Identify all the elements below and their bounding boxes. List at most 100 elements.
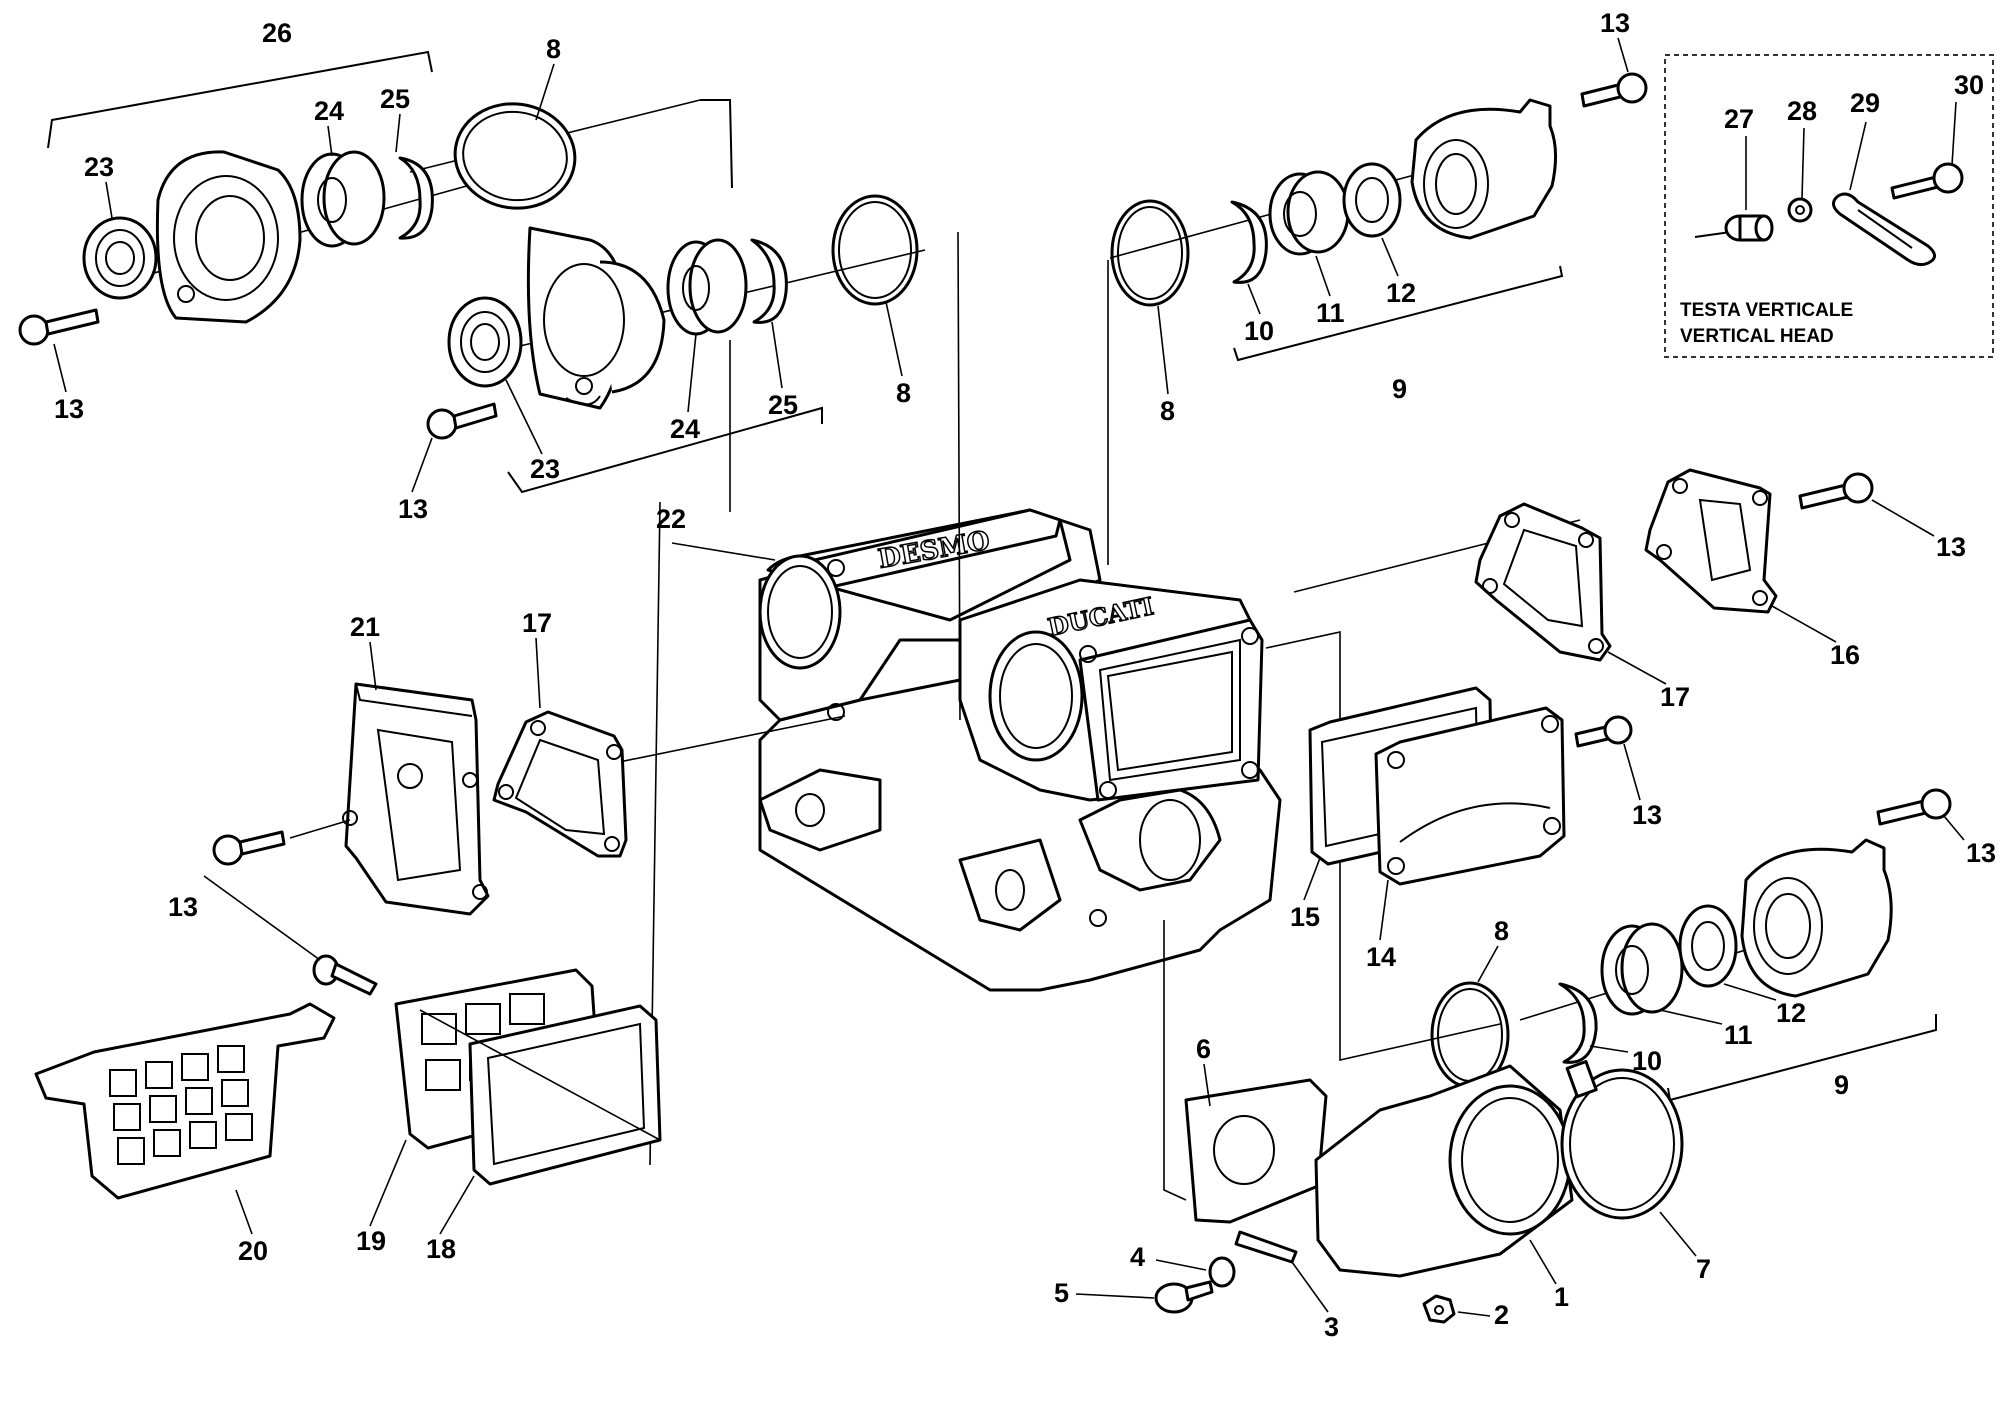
callout-18: 18 bbox=[426, 1234, 456, 1264]
callout-11a: 11 bbox=[1316, 298, 1345, 328]
screw-13h[interactable] bbox=[312, 954, 378, 996]
callout-28: 28 bbox=[1787, 96, 1817, 126]
callout-13a: 13 bbox=[54, 394, 84, 424]
screw-13d[interactable] bbox=[1798, 472, 1874, 510]
callout-23b: 23 bbox=[530, 454, 560, 484]
ball-bearing-24b[interactable] bbox=[666, 238, 748, 336]
bearing-assembly-9b bbox=[1519, 788, 1952, 1102]
bracket-29[interactable] bbox=[1832, 192, 1936, 267]
oil-seal-23a[interactable] bbox=[82, 216, 158, 300]
callout-16: 16 bbox=[1830, 640, 1860, 670]
callout-17a: 17 bbox=[1660, 682, 1690, 712]
callout-10b: 10 bbox=[1632, 1046, 1662, 1076]
circlip-10a[interactable] bbox=[1230, 200, 1268, 284]
bearing-support-9b[interactable] bbox=[1740, 838, 1893, 998]
circlip-10b[interactable] bbox=[1558, 982, 1598, 1064]
callout-24b: 24 bbox=[670, 414, 700, 444]
callout-12b: 12 bbox=[1776, 998, 1806, 1028]
roller-bearing-11a[interactable] bbox=[1268, 170, 1350, 256]
callout-25b: 25 bbox=[768, 390, 798, 420]
callout-13e: 13 bbox=[168, 892, 198, 922]
callout-4: 4 bbox=[1130, 1242, 1145, 1272]
bearing-housing-22[interactable] bbox=[526, 226, 666, 410]
callouts: 26 8 24 25 23 13 13 23 24 25 8 22 13 8 1… bbox=[53, 8, 1996, 1342]
o-ring-8b[interactable] bbox=[831, 194, 919, 306]
callout-8a: 8 bbox=[546, 34, 561, 64]
screw-5[interactable] bbox=[1154, 1280, 1214, 1314]
bearing-assembly-22 bbox=[426, 226, 926, 512]
bearing-support-9a[interactable] bbox=[1410, 98, 1557, 240]
callout-6: 6 bbox=[1196, 1034, 1211, 1064]
callout-5: 5 bbox=[1054, 1278, 1069, 1308]
callout-29: 29 bbox=[1850, 88, 1880, 118]
oil-seal-23b[interactable] bbox=[447, 296, 523, 388]
cover-16[interactable] bbox=[1644, 468, 1778, 614]
inset-title-en: VERTICAL HEAD bbox=[1680, 326, 1834, 347]
callout-13d: 13 bbox=[1936, 532, 1966, 562]
callout-27: 27 bbox=[1724, 104, 1754, 134]
callout-11b: 11 bbox=[1724, 1020, 1753, 1050]
callout-24a: 24 bbox=[314, 96, 344, 126]
callout-19: 19 bbox=[356, 1226, 386, 1256]
hose-clamp-7[interactable] bbox=[1560, 1060, 1684, 1220]
cover-14[interactable] bbox=[1374, 706, 1566, 886]
callout-26: 26 bbox=[262, 18, 292, 48]
callout-23a: 23 bbox=[84, 152, 114, 182]
callout-20: 20 bbox=[238, 1236, 268, 1266]
callout-17b: 17 bbox=[522, 608, 552, 638]
bearing-housing-26[interactable] bbox=[155, 150, 302, 324]
washer-28[interactable] bbox=[1787, 197, 1813, 223]
callout-22: 22 bbox=[656, 504, 686, 534]
callout-12a: 12 bbox=[1386, 278, 1416, 308]
callout-2: 2 bbox=[1494, 1300, 1509, 1330]
callout-21: 21 bbox=[350, 612, 380, 642]
screw-13e[interactable] bbox=[212, 830, 286, 866]
callout-1: 1 bbox=[1554, 1282, 1569, 1312]
bearing-assembly-26 bbox=[18, 50, 733, 346]
roller-bearing-11b[interactable] bbox=[1600, 922, 1684, 1016]
oil-seal-12a[interactable] bbox=[1342, 162, 1402, 238]
o-ring-8a[interactable] bbox=[448, 96, 581, 216]
intake-manifold-1[interactable] bbox=[1314, 1064, 1574, 1278]
reed-cover-20[interactable] bbox=[34, 1002, 336, 1200]
inset-title-it: TESTA VERTICALE bbox=[1680, 300, 1853, 321]
screw-13c[interactable] bbox=[1580, 72, 1648, 108]
washer-4[interactable] bbox=[1208, 1256, 1236, 1288]
flange-gasket-6[interactable] bbox=[1184, 1078, 1328, 1224]
callout-8c: 8 bbox=[1160, 396, 1175, 426]
callout-13f: 13 bbox=[1632, 800, 1662, 830]
o-ring-8c[interactable] bbox=[1110, 199, 1190, 307]
circlip-25b[interactable] bbox=[750, 238, 788, 324]
ball-bearing-24a[interactable] bbox=[300, 150, 386, 248]
callout-9a: 9 bbox=[1392, 374, 1407, 404]
callout-3: 3 bbox=[1324, 1312, 1339, 1342]
callout-25a: 25 bbox=[380, 84, 410, 114]
stud-3[interactable] bbox=[1234, 1230, 1298, 1264]
callout-13g: 13 bbox=[1966, 838, 1996, 868]
nut-2[interactable] bbox=[1422, 1294, 1456, 1324]
callout-10a: 10 bbox=[1244, 316, 1274, 346]
callout-30: 30 bbox=[1954, 70, 1984, 100]
screw-13b[interactable] bbox=[426, 402, 498, 440]
gasket-17b[interactable] bbox=[492, 710, 628, 858]
screw-13g[interactable] bbox=[1876, 788, 1952, 826]
callout-9b: 9 bbox=[1834, 1070, 1849, 1100]
circlip-25a[interactable] bbox=[398, 156, 434, 240]
spacer-27[interactable] bbox=[1724, 214, 1774, 242]
bearing-assembly-9a bbox=[1109, 72, 1648, 362]
screw-13a[interactable] bbox=[18, 308, 100, 346]
callout-8b: 8 bbox=[896, 378, 911, 408]
screw-30[interactable] bbox=[1890, 162, 1964, 200]
screw-13f[interactable] bbox=[1574, 715, 1633, 748]
callout-13b: 13 bbox=[398, 494, 428, 524]
callout-13c: 13 bbox=[1600, 8, 1630, 38]
vertical-head-inset: 27 28 29 30 TESTA VERTICALE VERTICAL HEA… bbox=[1664, 54, 1994, 358]
gasket-17a[interactable] bbox=[1474, 502, 1612, 662]
oil-seal-12b[interactable] bbox=[1678, 904, 1738, 988]
callout-7: 7 bbox=[1696, 1254, 1711, 1284]
callout-14: 14 bbox=[1366, 942, 1396, 972]
cylinder-head[interactable]: DESMO DUCATI bbox=[758, 508, 1282, 992]
cover-21[interactable] bbox=[342, 682, 490, 916]
callout-15: 15 bbox=[1290, 902, 1320, 932]
